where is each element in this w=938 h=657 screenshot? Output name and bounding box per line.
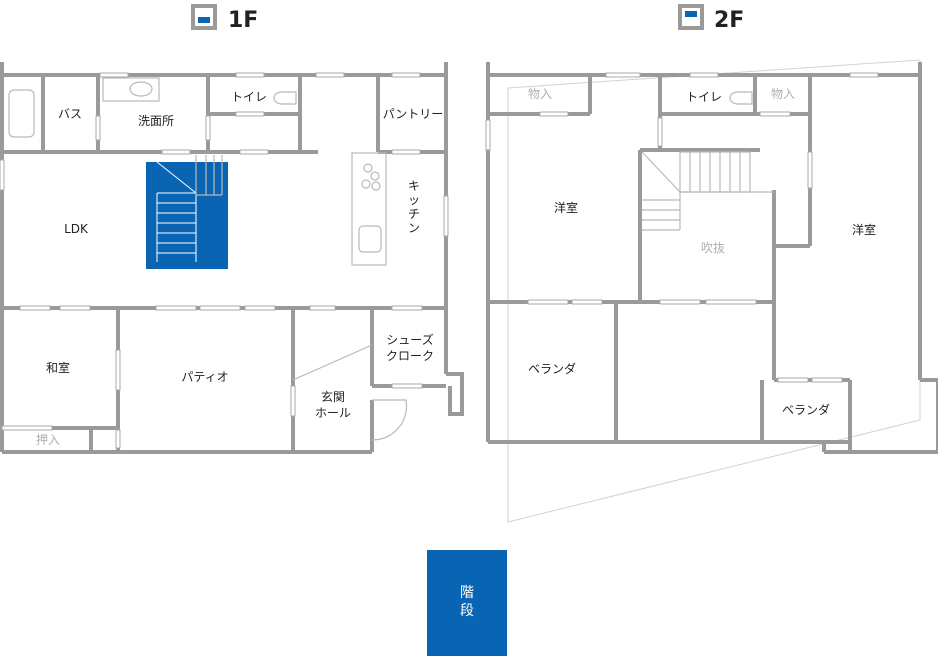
floor-title-2f: 2F xyxy=(678,4,744,33)
room-entrance-line1: 玄関 xyxy=(321,389,345,404)
room-kitchen-1f: キッチン xyxy=(408,179,420,235)
kitchen-sink-icon xyxy=(358,225,382,253)
toilet-icon xyxy=(273,91,297,105)
stair-1f-treads xyxy=(156,161,197,262)
floor-2-plan: 物入 トイレ 物入 洋室 吹抜 洋室 ベランダ ベランダ xyxy=(485,59,938,523)
legend-stair-label-char1: 階 xyxy=(460,585,474,601)
room-toilet-2f: トイレ xyxy=(686,90,722,104)
stair-1f-upper xyxy=(195,155,223,196)
room-storage-right-2f: 物入 xyxy=(771,87,795,101)
floor-title-2f-text: 2F xyxy=(714,8,744,33)
room-storage-left-2f: 物入 xyxy=(528,87,552,101)
room-washroom-1f: 洗面所 xyxy=(138,114,174,128)
room-bath-1f: バス xyxy=(58,107,82,121)
room-closet-1f: 押入 xyxy=(36,433,60,447)
floor-1-plan: バス 洗面所 トイレ パントリー LDK キッチン 和室 パティオ シューズ ク… xyxy=(0,62,464,454)
room-shoes-closet-line1: シューズ xyxy=(386,332,433,347)
windows-1f xyxy=(0,72,449,449)
legend-stair-label-char2: 段 xyxy=(460,603,474,619)
floor-plan-icon xyxy=(678,4,704,30)
room-veranda-right-2f: ベランダ xyxy=(782,402,830,417)
roof-outline xyxy=(507,59,921,523)
stair-2f xyxy=(641,151,774,231)
room-patio-1f: パティオ xyxy=(181,370,228,384)
room-pantry-1f: パントリー xyxy=(383,107,444,121)
room-entrance-line2: ホール xyxy=(315,406,351,420)
room-toilet-1f: トイレ xyxy=(231,90,267,104)
room-ldk-1f: LDK xyxy=(64,222,89,236)
room-western-left-2f: 洋室 xyxy=(554,200,578,215)
sink-icon xyxy=(129,81,153,97)
floor-title-1f: 1F xyxy=(191,4,258,33)
room-western-right-2f: 洋室 xyxy=(852,222,876,237)
entrance-door xyxy=(371,399,408,441)
legend-stair: 階 段 階段 xyxy=(427,550,507,656)
kitchen-counter xyxy=(351,152,387,266)
floor-plan-icon xyxy=(191,4,217,30)
room-veranda-left-2f: ベランダ xyxy=(528,361,576,376)
windows-2f xyxy=(485,72,879,383)
toilet-icon xyxy=(729,91,753,105)
bathtub-icon xyxy=(8,89,35,138)
floor-title-1f-text: 1F xyxy=(228,8,258,33)
room-washitsu-1f: 和室 xyxy=(46,360,70,375)
room-fukinuke-2f: 吹抜 xyxy=(701,241,725,255)
room-shoes-closet-line2: クローク xyxy=(386,349,434,363)
legend-stair-swatch xyxy=(427,550,507,656)
